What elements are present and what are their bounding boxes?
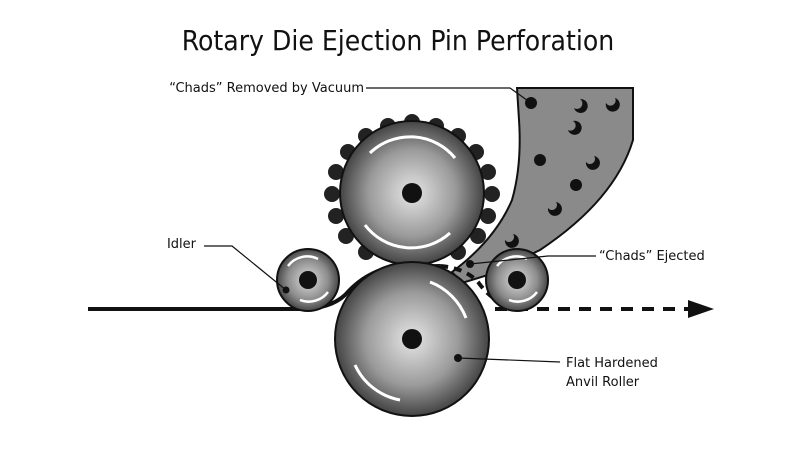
right-idler-roller [485,248,549,312]
chad [570,179,582,191]
chad [605,98,620,112]
diagram-title: Rotary Die Ejection Pin Perforation [182,24,615,57]
leader-idler [204,245,287,291]
label-anvil-line1: Flat Hardened [566,356,658,371]
leader-ejected [469,255,596,265]
anvil-roller [334,261,490,417]
chad [504,234,519,248]
vacuum-hood [450,87,634,285]
label-idler: Idler [167,237,197,252]
label-chads-removed: “Chads” Removed by Vacuum [169,81,364,96]
chad [547,202,562,216]
chad [568,120,582,135]
chad [585,156,600,170]
leader-anvil [457,357,561,363]
direction-arrow [688,300,714,318]
label-chads-ejected: “Chads” Ejected [599,249,705,264]
label-anvil-line2: Anvil Roller [566,375,640,390]
chad [534,154,546,166]
rotary-die-hub [402,183,422,203]
idler-roller [276,248,340,312]
leader-vacuum [366,87,532,104]
rotary-die [324,114,500,272]
chad [574,98,588,113]
